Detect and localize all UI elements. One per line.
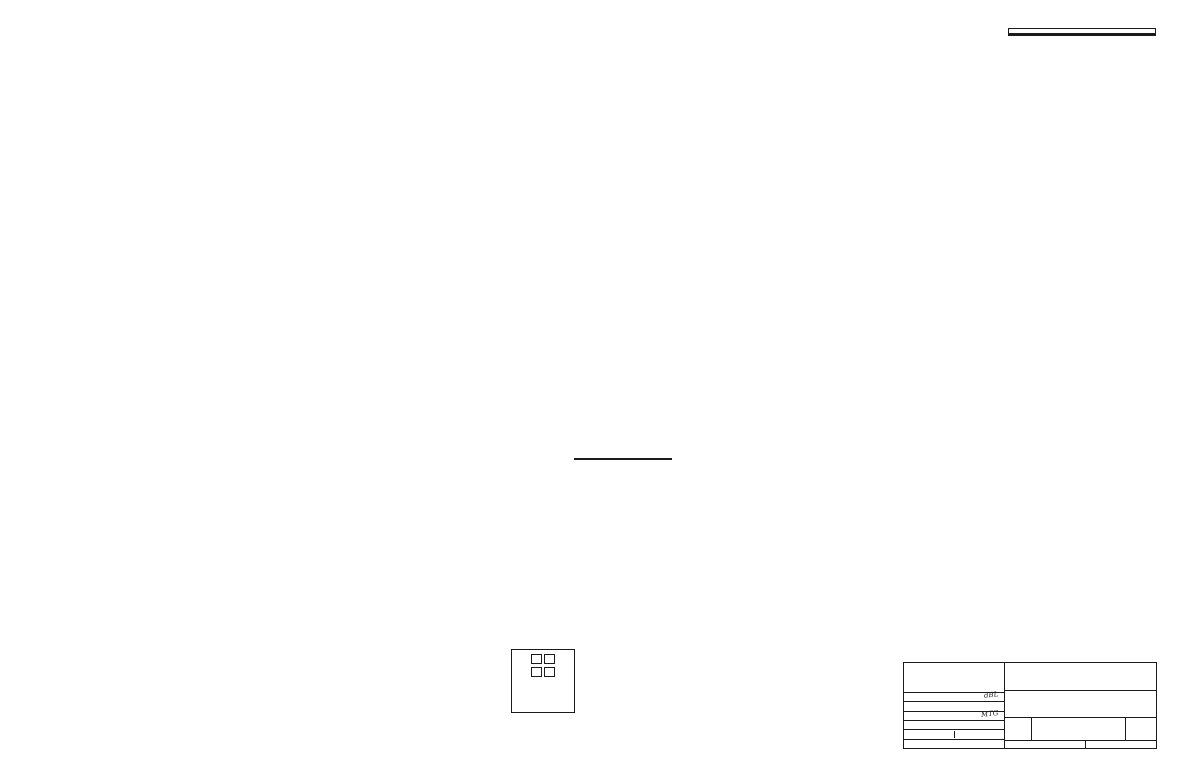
checked-by-row: dBL <box>904 690 1004 703</box>
database-file-row <box>904 740 1004 748</box>
power-switch-detail <box>511 649 575 713</box>
approved-by-row: MTG <box>904 708 1004 721</box>
revisions-title <box>1009 29 1155 34</box>
signature-scribble: MTG <box>980 708 999 719</box>
approved-date-row <box>904 721 1004 731</box>
fuse-value-table <box>574 457 672 460</box>
release-row <box>1005 741 1156 748</box>
rev-cell <box>1126 718 1156 740</box>
switch-terminal <box>544 654 555 664</box>
engineer <box>955 731 1003 737</box>
title-block: dBL MTG <box>903 662 1157 749</box>
switch-terminal <box>531 667 542 677</box>
revisions-table <box>1008 28 1156 36</box>
drawn-engr-row <box>904 730 1004 740</box>
size-cell <box>1005 718 1032 740</box>
drawing-number-cell <box>1032 718 1126 740</box>
signature-scribble: dBL <box>983 690 999 700</box>
drawing-title <box>1005 691 1156 718</box>
switch-terminal <box>544 667 555 677</box>
company-header <box>1005 663 1156 691</box>
proprietary-notice <box>904 663 1004 693</box>
checked-date-row <box>904 702 1004 712</box>
sheet-number <box>1086 741 1156 748</box>
revisions-header-row <box>1009 34 1155 35</box>
output-test-instructions <box>1004 261 1156 263</box>
release-date <box>1005 741 1086 748</box>
notes-block <box>727 633 913 660</box>
drawn-by <box>906 731 955 738</box>
switch-terminal <box>531 654 542 664</box>
